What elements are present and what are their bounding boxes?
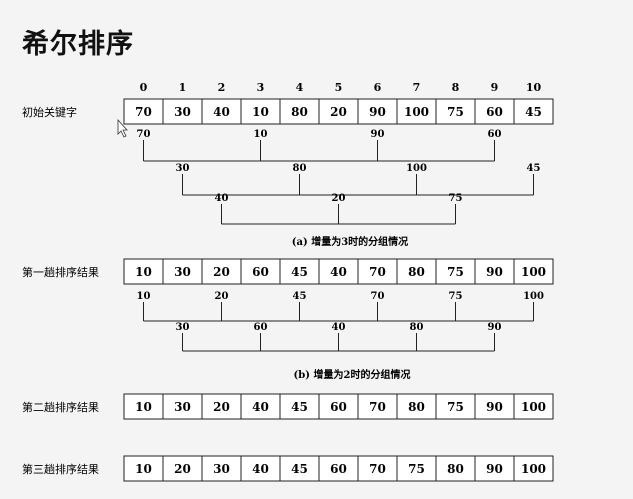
group-value: 90 [371,129,385,140]
array-cell: 75 [447,105,464,119]
group-value: 30 [176,163,190,174]
index-label: 8 [452,81,460,94]
array-cell: 30 [174,265,191,279]
array-cell: 20 [174,462,191,476]
array-cell: 100 [404,105,429,119]
array-cell: 30 [213,462,230,476]
group-value: 20 [215,291,229,302]
row-label: 第三趟排序结果 [22,462,99,476]
group-value: 70 [371,291,385,302]
array-row-frame [123,393,554,420]
page-title: 希尔排序 [22,29,134,60]
group-value: 45 [527,163,541,174]
array-cell: 75 [408,462,425,476]
group-value: 60 [488,129,502,140]
array-cell: 10 [135,265,152,279]
array-cell: 40 [252,400,269,414]
array-cell: 10 [135,462,152,476]
index-label: 10 [526,81,542,94]
row-label: 第二趟排序结果 [22,400,99,414]
array-cell: 70 [369,462,386,476]
array-cell: 90 [486,400,503,414]
array-cell: 100 [521,265,546,279]
group-value: 70 [137,129,151,140]
array-cell: 80 [408,400,425,414]
group-value: 75 [449,291,463,302]
array-row-frame [123,258,554,285]
group-value: 75 [449,193,463,204]
array-cell: 70 [369,265,386,279]
array-cell: 80 [408,265,425,279]
array-cell: 70 [135,105,152,119]
array-cell: 100 [521,400,546,414]
index-label: 7 [413,81,421,94]
index-label: 4 [296,81,304,94]
row-label: 第一趟排序结果 [22,265,99,279]
array-cell: 20 [213,265,230,279]
group-value: 90 [488,322,502,333]
group-value: 45 [293,291,307,302]
array-cell: 60 [252,265,269,279]
index-label: 2 [218,81,226,94]
array-cell: 30 [174,400,191,414]
array-cell: 20 [213,400,230,414]
mouse-cursor-icon [117,118,128,138]
array-cell: 40 [252,462,269,476]
array-cell: 10 [135,400,152,414]
array-cell: 40 [330,265,347,279]
array-cell: 30 [174,105,191,119]
array-cell: 75 [447,400,464,414]
array-cell: 40 [213,105,230,119]
index-label: 5 [335,81,343,94]
array-cell: 45 [525,105,542,119]
group-value: 80 [410,322,424,333]
group-value: 20 [332,193,346,204]
group-value: 40 [215,193,229,204]
array-cell: 70 [369,400,386,414]
group-value: 60 [254,322,268,333]
group-value: 10 [254,129,268,140]
array-cell: 20 [330,105,347,119]
index-label: 6 [374,81,382,94]
array-cell: 60 [330,400,347,414]
group-value: 10 [137,291,151,302]
row-label: 初始关键字 [22,105,77,119]
group-value: 100 [523,291,544,302]
array-cell: 60 [486,105,503,119]
index-label: 9 [491,81,499,94]
array-cell: 90 [369,105,386,119]
group-value: 30 [176,322,190,333]
array-cell: 45 [291,400,308,414]
array-row-frame [123,98,554,125]
index-label: 3 [257,81,265,94]
array-cell: 100 [521,462,546,476]
group-value: 100 [406,163,427,174]
index-label: 1 [179,81,187,94]
group-value: 40 [332,322,346,333]
array-row-frame [123,455,554,482]
array-cell: 10 [252,105,269,119]
array-cell: 45 [291,462,308,476]
array-cell: 80 [447,462,464,476]
array-cell: 45 [291,265,308,279]
caption-b: (b) 增量为2时的分组情况 [294,368,411,381]
array-cell: 60 [330,462,347,476]
array-cell: 90 [486,265,503,279]
caption-a: (a) 增量为3时的分组情况 [292,235,408,248]
group-value: 80 [293,163,307,174]
array-cell: 90 [486,462,503,476]
index-label: 0 [140,81,148,94]
array-cell: 80 [291,105,308,119]
array-cell: 75 [447,265,464,279]
